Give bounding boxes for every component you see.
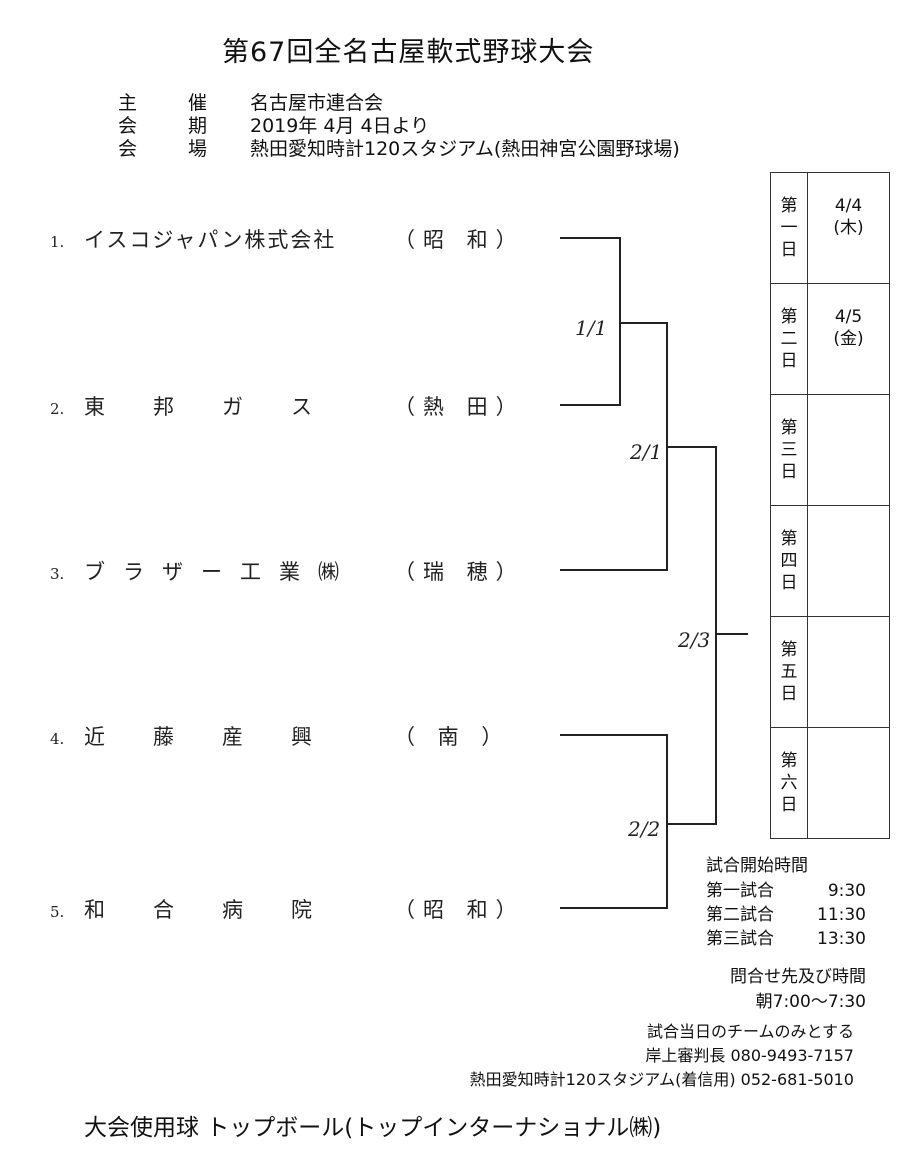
team-entry-3: 3.ブラザー工業㈱（瑞 穂） <box>50 560 525 584</box>
contact-note: 試合当日のチームのみとする <box>646 1022 854 1041</box>
team-entry-1: 1.イスコジャパン株式会社（昭 和） <box>50 228 525 252</box>
match-result-final: 2/3 <box>678 628 711 652</box>
bracket-line-team3 <box>560 447 668 571</box>
team-entry-2: 2.東邦ガス（熱 田） <box>50 395 525 419</box>
info-value-organizer: 名古屋市連合会 <box>250 92 384 114</box>
schedule-row-6: 第六日 <box>770 727 890 839</box>
match-result-2: 2/1 <box>630 440 663 464</box>
contact-heading: 問合せ先及び時間 <box>730 967 866 987</box>
schedule-date-3 <box>807 394 890 506</box>
contact-umpire: 岸上審判長 080-9493-7157 <box>645 1046 854 1065</box>
info-label-period: 会期 <box>118 115 208 137</box>
info-value-venue: 熱田愛知時計120スタジアム(熱田神宮公園野球場) <box>250 138 680 160</box>
schedule-day-1: 第一日 <box>770 172 808 284</box>
schedule-date-4 <box>807 505 890 617</box>
team-entry-5: 5.和合病院（昭 和） <box>50 898 525 922</box>
schedule-day-6: 第六日 <box>770 727 808 839</box>
schedule-row-2: 第二日 4/5(金) <box>770 283 890 395</box>
schedule-row-3: 第三日 <box>770 394 890 506</box>
bracket-line-team1 <box>560 237 621 323</box>
contact-hours: 朝7:00～7:30 <box>755 992 866 1012</box>
info-value-period: 2019年 4月 4日より <box>250 115 430 137</box>
bracket-line-match2-out <box>667 446 717 634</box>
schedule-day-5: 第五日 <box>770 616 808 728</box>
schedule-date-6 <box>807 727 890 839</box>
schedule-day-3: 第三日 <box>770 394 808 506</box>
schedule-date-5 <box>807 616 890 728</box>
schedule-table: 第一日 4/4(木) 第二日 4/5(金) 第三日 第四日 第五日 第六日 <box>770 172 890 839</box>
bracket-line-match1-out <box>620 322 668 447</box>
schedule-date-2: 4/5(金) <box>807 283 890 395</box>
bracket-line-team4 <box>560 734 668 824</box>
team-entry-4: 4.近藤産興（ 南 ） <box>50 725 511 749</box>
match-result-3: 2/2 <box>628 817 661 841</box>
schedule-row-4: 第四日 <box>770 505 890 617</box>
official-ball: 大会使用球 トップボール(トップインターナショナル㈱) <box>84 1115 662 1141</box>
schedule-day-4: 第四日 <box>770 505 808 617</box>
schedule-date-1: 4/4(木) <box>807 172 890 284</box>
start-times-heading: 試合開始時間 <box>706 856 808 876</box>
match-result-1: 1/1 <box>575 316 608 340</box>
bracket-line-match3-out <box>667 634 717 825</box>
info-label-organizer: 主催 <box>118 92 208 114</box>
info-label-venue: 会場 <box>118 138 208 160</box>
schedule-row-5: 第五日 <box>770 616 890 728</box>
schedule-row-1: 第一日 4/4(木) <box>770 172 890 284</box>
schedule-day-2: 第二日 <box>770 283 808 395</box>
page-title: 第67回全名古屋軟式野球大会 <box>222 37 595 68</box>
contact-stadium: 熱田愛知時計120スタジアム(着信用) 052-681-5010 <box>469 1070 854 1089</box>
